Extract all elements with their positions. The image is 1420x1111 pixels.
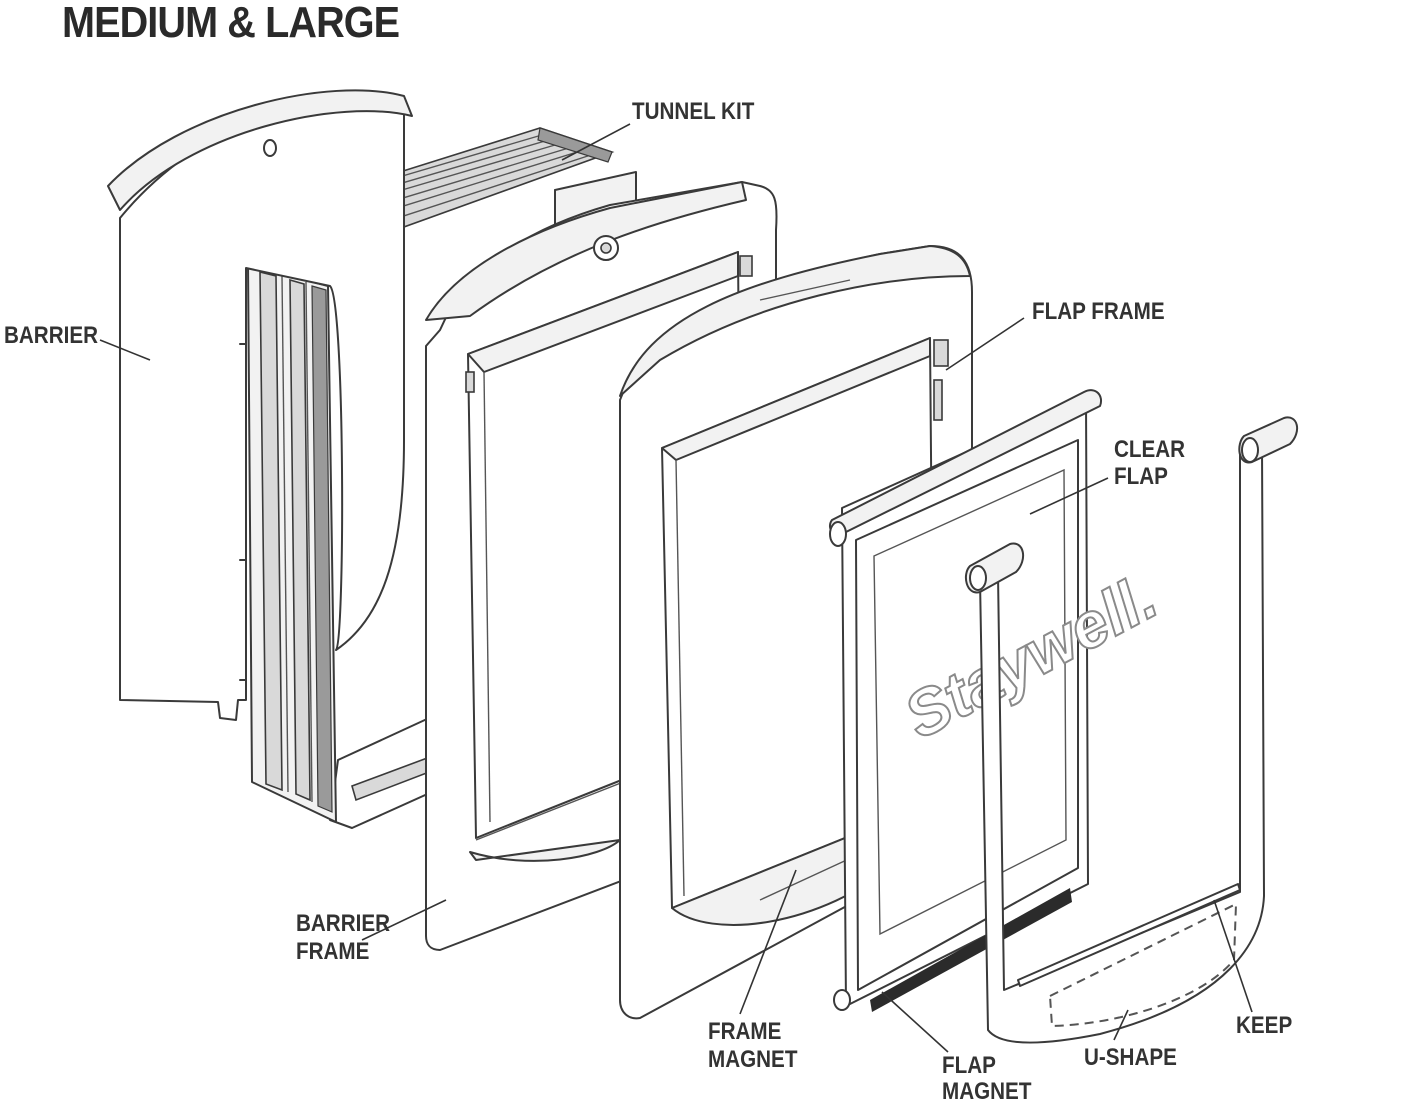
u-shape-keep [964, 416, 1299, 1044]
label-clear-flap-line1: CLEAR [1114, 436, 1186, 463]
page-title: MEDIUM & LARGE [62, 0, 400, 47]
label-flap-magnet-line1: FLAP [942, 1052, 996, 1079]
label-tunnel-kit: TUNNEL KIT [632, 98, 755, 125]
label-u-shape: U-SHAPE [1084, 1044, 1177, 1071]
leader-lines [99, 123, 1253, 1053]
label-barrier: BARRIER [4, 322, 99, 349]
label-frame-magnet-line2: MAGNET [708, 1046, 798, 1073]
label-clear-flap-line2: FLAP [1114, 463, 1168, 490]
label-keep: KEEP [1236, 1012, 1293, 1039]
label-flap-magnet-line2: MAGNET [942, 1078, 1032, 1105]
barrier-panel [107, 89, 413, 721]
label-barrier-frame-line1: BARRIER [296, 910, 391, 937]
label-frame-magnet-line1: FRAME [708, 1018, 782, 1045]
label-flap-frame: FLAP FRAME [1032, 298, 1165, 325]
label-barrier-frame-line2: FRAME [296, 938, 370, 965]
